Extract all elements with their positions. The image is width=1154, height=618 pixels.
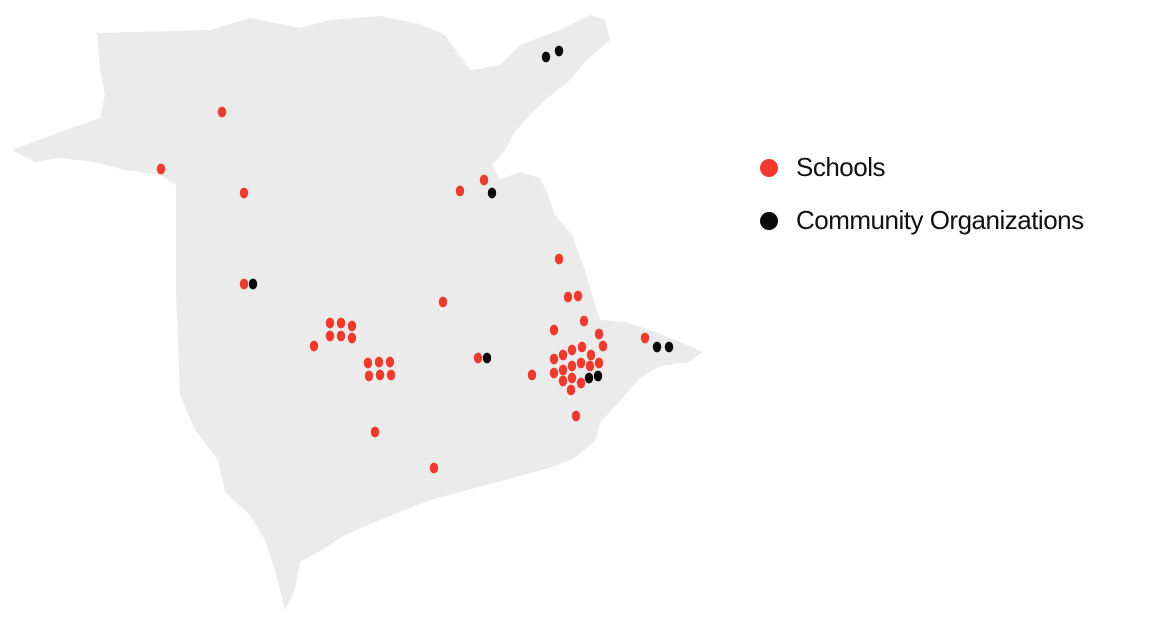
community-organization-marker xyxy=(482,352,492,364)
school-marker xyxy=(347,332,357,344)
school-markers xyxy=(156,106,650,474)
school-marker xyxy=(585,360,595,372)
school-marker xyxy=(549,367,559,379)
school-marker xyxy=(429,462,439,474)
community-organization-marker xyxy=(554,45,564,57)
school-marker xyxy=(370,426,380,438)
school-marker xyxy=(156,163,166,175)
school-marker xyxy=(347,320,357,332)
school-marker xyxy=(375,369,385,381)
community-organization-marker xyxy=(664,341,674,353)
school-marker xyxy=(473,352,483,364)
school-marker xyxy=(549,353,559,365)
community-organization-marker xyxy=(248,278,258,290)
school-marker xyxy=(558,349,568,361)
school-marker xyxy=(336,317,346,329)
school-marker xyxy=(386,369,396,381)
school-marker xyxy=(586,349,596,361)
school-marker xyxy=(239,278,249,290)
legend: Schools Community Organizations xyxy=(760,152,1084,258)
community-organization-marker xyxy=(487,187,497,199)
school-marker xyxy=(594,328,604,340)
school-marker xyxy=(571,410,581,422)
new-brunswick-landmass xyxy=(12,15,703,610)
community-organization-marker xyxy=(584,372,594,384)
school-marker xyxy=(549,324,559,336)
community-organization-marker xyxy=(652,341,662,353)
school-marker xyxy=(567,360,577,372)
legend-label-community-organizations: Community Organizations xyxy=(796,205,1084,235)
school-marker xyxy=(363,357,373,369)
school-marker xyxy=(479,174,489,186)
school-marker xyxy=(385,356,395,368)
community-organization-marker xyxy=(593,370,603,382)
community-organization-markers xyxy=(248,45,674,384)
community-organization-marker xyxy=(541,51,551,63)
legend-item-schools: Schools xyxy=(760,152,1084,183)
legend-label-schools: Schools xyxy=(796,152,886,182)
school-marker xyxy=(554,253,564,265)
school-marker xyxy=(364,370,374,382)
school-marker xyxy=(573,290,583,302)
school-marker xyxy=(563,291,573,303)
school-marker xyxy=(239,187,249,199)
school-marker xyxy=(217,106,227,118)
community-dot-icon xyxy=(760,211,778,230)
school-marker xyxy=(579,315,589,327)
school-marker xyxy=(594,357,604,369)
school-marker xyxy=(325,330,335,342)
school-marker xyxy=(309,340,319,352)
school-marker xyxy=(558,375,568,387)
school-marker xyxy=(566,384,576,396)
legend-item-community-organizations: Community Organizations xyxy=(760,205,1084,236)
school-marker xyxy=(455,185,465,197)
school-dot-icon xyxy=(760,158,778,177)
school-marker xyxy=(576,377,586,389)
school-marker xyxy=(325,317,335,329)
school-marker xyxy=(576,357,586,369)
school-marker xyxy=(567,344,577,356)
school-marker xyxy=(527,369,537,381)
school-marker xyxy=(558,364,568,376)
school-marker xyxy=(438,296,448,308)
school-marker xyxy=(567,372,577,384)
school-marker xyxy=(374,356,384,368)
school-marker xyxy=(598,340,608,352)
school-marker xyxy=(577,341,587,353)
school-marker xyxy=(336,330,346,342)
school-marker xyxy=(640,332,650,344)
